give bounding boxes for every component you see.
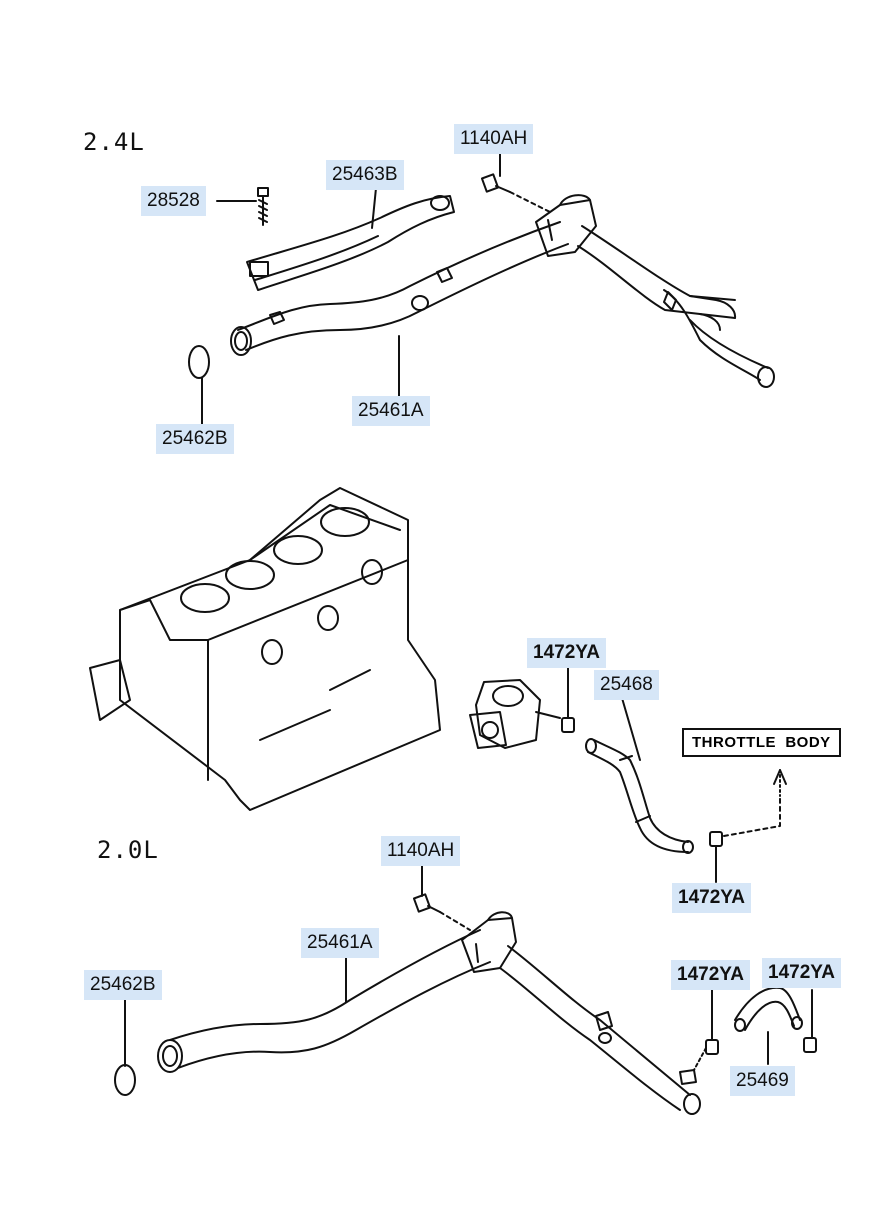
clamp-1472ya-upper-drawing [561,717,575,733]
engine-label-2-0l: 2.0L [97,836,159,864]
part-label-1472ya-upper[interactable]: 1472YA [527,638,606,668]
part-label-25461a-bottom[interactable]: 25461A [301,928,379,958]
part-label-1140ah-top[interactable]: 1140AH [454,124,534,154]
pipe-25461a-top-drawing [230,194,775,388]
heat-shield-cover-drawing [246,195,455,291]
clamp-1472ya-right-drawing [803,1037,817,1053]
part-label-25462b-top[interactable]: 25462B [156,424,234,454]
part-label-1472ya-left[interactable]: 1472YA [671,960,750,990]
part-label-1472ya-lower[interactable]: 1472YA [672,883,751,913]
part-label-25462b-bottom[interactable]: 25462B [84,970,162,1000]
clamp-1472ya-left-drawing [705,1039,719,1055]
thermostat-housing-drawing [469,679,561,749]
part-label-25468[interactable]: 25468 [594,670,659,700]
bolt-1140ah-top-drawing [480,173,551,213]
part-label-25463b[interactable]: 25463B [326,160,404,190]
clamp-1472ya-lower-drawing [709,831,723,847]
hose-25469-drawing [734,986,803,1032]
throttle-body-note: THROTTLE BODY [682,728,841,757]
hose-25468-drawing [585,738,694,854]
engine-block-drawing [89,487,441,811]
oring-25462b-top-drawing [188,345,210,379]
part-label-25461a-top[interactable]: 25461A [352,396,430,426]
part-label-1472ya-right[interactable]: 1472YA [762,958,841,988]
part-label-1140ah-bottom[interactable]: 1140AH [381,836,461,866]
pipe-25461a-bottom-drawing [157,911,701,1115]
clip-bolt-28528-drawing [257,187,269,226]
part-label-28528[interactable]: 28528 [141,186,206,216]
bolt-1140ah-bottom-drawing [412,893,471,931]
part-label-25469[interactable]: 25469 [730,1066,795,1096]
oring-25462b-bottom-drawing [114,1064,136,1096]
engine-label-2-4l: 2.4L [83,128,145,156]
